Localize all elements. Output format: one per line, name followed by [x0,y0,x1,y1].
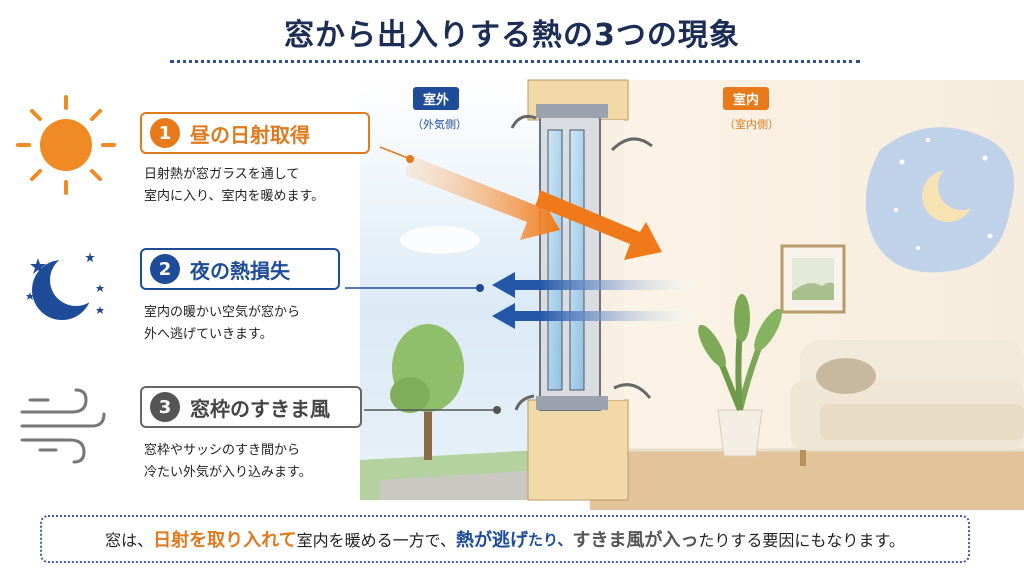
number-badge-1: 1 [150,118,180,148]
indoor-label: 室内 [723,87,770,110]
outdoor-sublabel: （外気側） [412,118,467,131]
callout-label: 夜の熱損失 [190,258,290,283]
tree-trunk [424,380,432,460]
wind-icon [20,388,106,464]
title-divider [170,60,860,63]
indoor-sublabel: （室内側） [724,118,779,131]
outdoor-label: 室外 [413,87,460,110]
potted-plant [698,294,782,457]
window-glass-outer [547,129,563,391]
number-badge-2: 2 [150,254,180,284]
summary-box: 窓は、日射を取り入れて室内を暖める一方で、熱が逃げたり、すきま風が入ったりする要… [40,515,970,563]
callout-description: 室内の暖かい空気が窓から外へ逃げていきます。 [144,305,301,342]
window-glass-inner [569,129,585,391]
number-badge-3: 3 [150,392,180,422]
callout-label: 窓枠のすきま風 [190,396,330,421]
callout-label: 昼の日射取得 [190,122,310,147]
callout-description: 日射熱が窓ガラスを通して室内に入り、室内を暖めます。 [144,167,325,204]
sun-arrow-outer [405,155,560,240]
sun-icon [16,95,116,195]
callout-daytime-solar-gain: 1 昼の日射取得 [140,112,370,154]
night-sky-bubble [865,127,1015,273]
callout-night-heat-loss: 2 夜の熱損失 [140,248,340,290]
callout-description: 窓枠やサッシのすき間から冷たい外気が入り込みます。 [144,443,312,480]
page-title: 窓から出入りする熱の3つの現象 [284,18,740,53]
sun-arrow-inner [536,190,662,260]
callout-frame-draft: 3 窓枠のすきま風 [140,386,362,428]
wall-bottom [527,399,629,501]
sofa [790,340,1024,466]
room-floor [590,450,1024,510]
moon-icon [26,252,104,320]
